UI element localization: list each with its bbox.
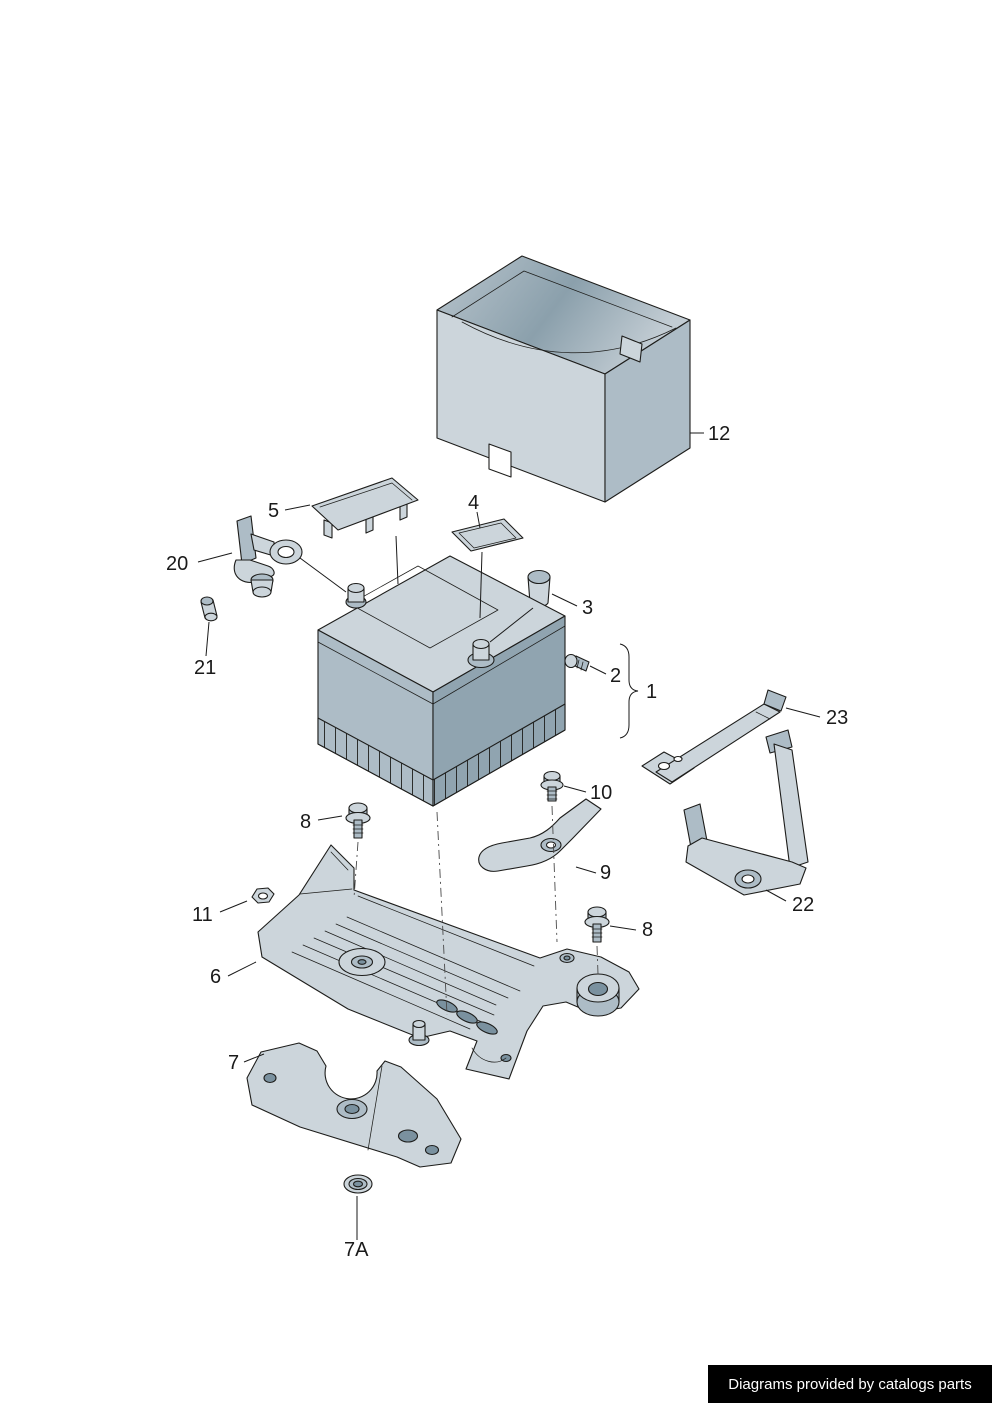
callout-7A: 7A [344, 1196, 369, 1261]
callout-label-8-right: 8 [642, 919, 653, 941]
part-holddown-bracket [478, 798, 602, 872]
callout-8-left: 8 [300, 811, 343, 833]
part-upper-strap [641, 689, 787, 785]
callout-label-21: 21 [194, 657, 216, 679]
callout-21: 21 [194, 621, 216, 679]
part-cover-plate [311, 477, 419, 539]
callout-label-3: 3 [582, 597, 593, 619]
callout-label-9: 9 [600, 862, 611, 884]
callout-label-7: 7 [228, 1052, 239, 1074]
callout-label-23: 23 [826, 707, 848, 729]
callout-8-right: 8 [609, 919, 653, 941]
callout-20: 20 [166, 552, 233, 575]
callout-23: 23 [785, 707, 848, 729]
part-screw [564, 653, 590, 672]
part-battery-cover [436, 255, 691, 503]
callout-label-6: 6 [210, 966, 221, 988]
callout-label-5: 5 [268, 500, 279, 522]
callout-2: 2 [589, 665, 621, 687]
callout-label-7A: 7A [344, 1239, 369, 1261]
footer-credit-bar: Diagrams provided by catalogs parts [708, 1365, 992, 1403]
callout-12: 12 [690, 423, 730, 445]
part-terminal-clamp [233, 515, 303, 598]
callout-label-11: 11 [192, 904, 213, 926]
part-plug-pin [200, 596, 218, 622]
callout-3: 3 [551, 593, 593, 619]
callout-10: 10 [563, 782, 612, 804]
part-battery-tray [257, 844, 640, 1080]
assembly-lines [299, 535, 599, 1016]
callout-label-2: 2 [610, 665, 621, 687]
callout-label-22: 22 [792, 894, 814, 916]
part-battery [317, 555, 566, 807]
callout-label-4: 4 [468, 492, 479, 514]
part-flange-bolt-left [345, 802, 371, 839]
part-flange-bolt-right [584, 906, 610, 943]
callout-6: 6 [210, 961, 257, 988]
footer-credit-text: Diagrams provided by catalogs parts [728, 1375, 972, 1393]
callout-11: 11 [192, 900, 248, 926]
callout-5: 5 [268, 500, 311, 522]
part-flange-nut [343, 1174, 373, 1194]
callout-label-10: 10 [590, 782, 612, 804]
part-bolt-small [540, 770, 564, 802]
part-retaining-bracket [683, 729, 809, 896]
callout-22: 22 [765, 889, 814, 916]
part-clamping-plate [246, 1042, 462, 1168]
part-nut [251, 887, 275, 904]
callout-1: 1 [619, 643, 657, 739]
callout-9: 9 [575, 862, 611, 884]
callout-label-12: 12 [708, 423, 730, 445]
part-pad [451, 518, 524, 552]
callout-4: 4 [468, 492, 481, 529]
callout-7: 7 [228, 1052, 265, 1074]
callout-label-1: 1 [646, 681, 657, 703]
callout-label-8-left: 8 [300, 811, 311, 833]
callout-label-20: 20 [166, 553, 188, 575]
